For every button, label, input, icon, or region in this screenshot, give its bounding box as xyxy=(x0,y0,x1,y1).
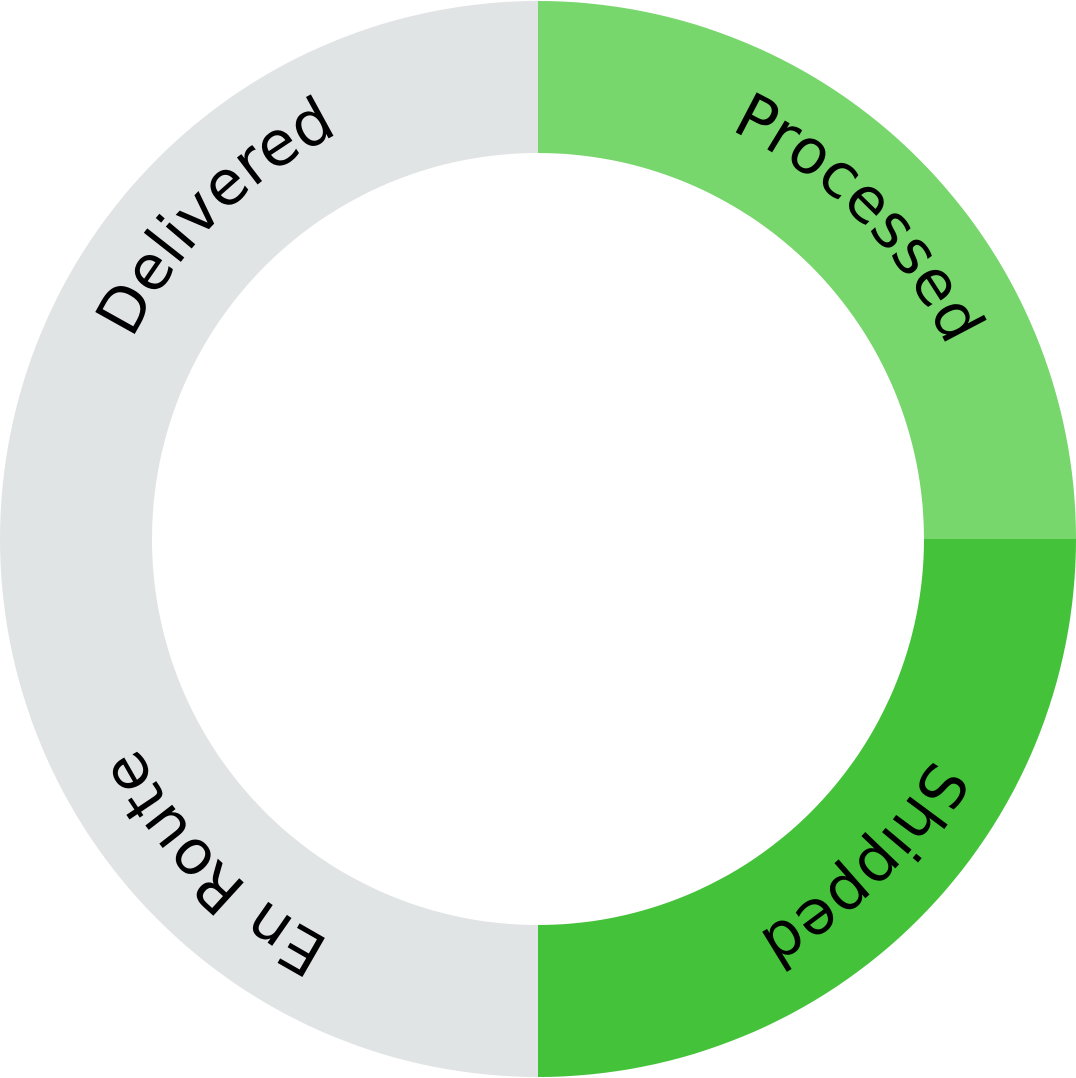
ring-segment-processed xyxy=(538,1,1076,539)
ring-segment-shipped xyxy=(538,539,1076,1077)
ring-segment-en-route xyxy=(0,539,538,1077)
ring-segment-delivered xyxy=(0,1,538,539)
